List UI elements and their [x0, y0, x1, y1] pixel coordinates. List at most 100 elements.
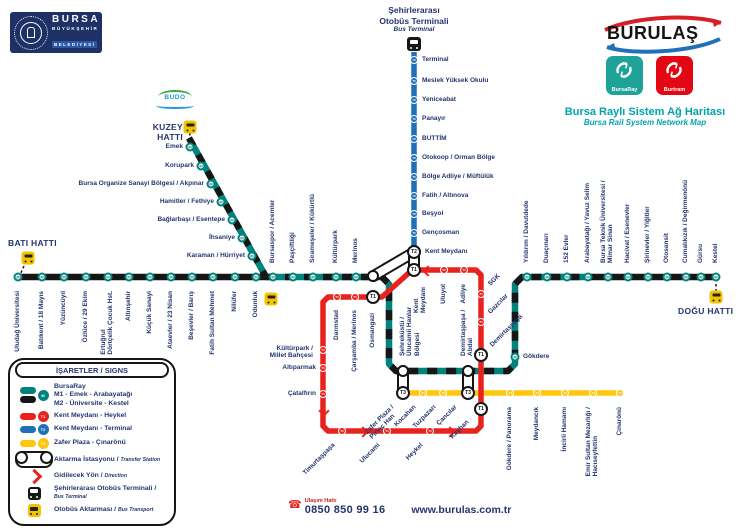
terminal-label-tr2: Otobüs Terminali — [379, 15, 449, 26]
station-marker: T1 — [477, 318, 485, 326]
station-label: Beşyol — [422, 210, 444, 217]
station-marker: M — [251, 272, 261, 282]
station-marker: T2 — [410, 115, 418, 123]
station-marker: T2 — [410, 154, 418, 162]
legend-item: Aktarma İstasyonu / Transfer Station — [14, 451, 170, 469]
transfer-station-marker: T1 — [474, 402, 488, 416]
station-marker: T3 — [616, 389, 624, 397]
station-label: Terminal — [422, 56, 449, 63]
legend-item: Şehirlerarası Otobüs Terminali /Bus Term… — [14, 485, 170, 502]
station-marker: M — [288, 272, 298, 282]
municipality-subtitle2: BELEDİYESİ — [52, 41, 98, 48]
transit-line — [19, 265, 25, 276]
bus-transfer-icon — [264, 292, 278, 306]
station-marker: M — [124, 272, 134, 282]
station-marker: T1 — [319, 390, 327, 398]
station-marker: T2 — [410, 135, 418, 143]
station-label: Altıparmak — [282, 364, 316, 371]
station-marker: T2 — [410, 229, 418, 237]
station-marker: M — [681, 272, 691, 282]
bus-terminal-icon — [407, 37, 421, 51]
station-marker: T2 — [410, 210, 418, 218]
station-marker: M — [247, 251, 257, 261]
station-marker: T1 — [383, 427, 391, 435]
budo-wordmark: BUDO — [164, 94, 186, 101]
west-line-label: BATI HATTI — [8, 238, 57, 248]
municipality-subtitle: BÜYÜKŞEHİR — [52, 26, 99, 32]
station-marker: T1 — [319, 364, 327, 372]
transfer-station-marker: T2 — [407, 245, 421, 259]
station-marker: M — [331, 272, 341, 282]
station-marker: T3 — [561, 389, 569, 397]
east-line-label: DOĞU HATTI — [678, 306, 734, 316]
north-line-label: KUZEY HATTI — [152, 122, 183, 142]
transfer-station-marker: T1 — [474, 348, 488, 362]
station-marker: M — [623, 272, 633, 282]
station-marker: T1 — [338, 427, 346, 435]
terminal-label-tr1: Şehirlerarası — [388, 5, 440, 15]
municipality-name: BURSA — [52, 14, 101, 26]
station-label: Gençosman — [422, 229, 460, 236]
station-marker: M — [268, 272, 278, 282]
map-title: Bursa Raylı Sistem Ağ Haritası Bursa Rai… — [545, 106, 745, 127]
municipality-logo: BURSA BÜYÜKŞEHİR BELEDİYESİ — [10, 12, 102, 53]
station-marker: M — [185, 142, 195, 152]
station-marker: T3 — [533, 389, 541, 397]
station-label: Kent Meydanı — [425, 248, 468, 255]
budo-mountain-icon — [158, 90, 192, 104]
station-marker: M — [13, 272, 23, 282]
transfer-station-marker — [462, 365, 474, 377]
budo-logo: BUDO — [152, 90, 198, 112]
station-marker: T1 — [477, 290, 485, 298]
transfer-station-marker: T3 — [396, 386, 410, 400]
burtram-badge: Burtram — [656, 56, 693, 95]
station-label: Otokoop / Orman Bölge — [422, 154, 495, 161]
station-label: Gökdere — [523, 353, 550, 360]
station-marker: T3 — [439, 389, 447, 397]
bus-transfer-icon — [21, 251, 35, 265]
station-marker: M — [351, 272, 361, 282]
station-label: Bağlarbaşı / Esentepe — [157, 216, 225, 223]
station-marker: T2 — [410, 77, 418, 85]
budo-wave-icon — [156, 103, 194, 109]
burulas-arrows-icon — [604, 15, 722, 54]
terminal-label-en: Bus Terminal — [393, 26, 435, 34]
station-marker: T2 — [410, 173, 418, 181]
station-marker: T1 — [319, 346, 327, 354]
station-marker: M — [696, 272, 706, 282]
map-title-turkish: Bursa Raylı Sistem Ağ Haritası — [564, 106, 726, 118]
phone-number: 0850 850 99 16 — [304, 504, 386, 516]
station-marker: T1 — [460, 266, 468, 274]
burtram-badge-label: Burtram — [663, 87, 686, 93]
station-label: İhsaniye — [208, 234, 235, 241]
station-label: Emek — [165, 143, 183, 150]
station-marker: T2 — [410, 56, 418, 64]
burtram-swirl-icon — [666, 62, 682, 78]
station-marker: M — [583, 272, 593, 282]
station-label: BUTTİM — [422, 135, 447, 142]
map-title-english: Bursa Rail System Network Map — [583, 118, 707, 127]
transit-line — [266, 273, 592, 375]
station-marker: T1 — [333, 293, 341, 301]
station-marker: M — [510, 352, 520, 362]
municipality-emblem-icon — [14, 15, 48, 50]
station-marker: M — [237, 233, 247, 243]
transfer-station-marker — [367, 270, 379, 282]
station-marker: M — [522, 272, 532, 282]
station-marker: M — [145, 272, 155, 282]
station-label: Bursa Organize Sanayi Bölgesi / Akpınar — [78, 180, 204, 187]
station-marker: M — [562, 272, 572, 282]
transfer-station-marker: T1 — [407, 263, 421, 277]
phone-icon: ☎ — [288, 499, 302, 511]
burulas-logo: BURULAŞ — [595, 14, 730, 54]
station-marker: M — [711, 272, 721, 282]
station-marker: M — [59, 272, 69, 282]
station-marker: M — [103, 272, 113, 282]
station-marker: M — [208, 272, 218, 282]
